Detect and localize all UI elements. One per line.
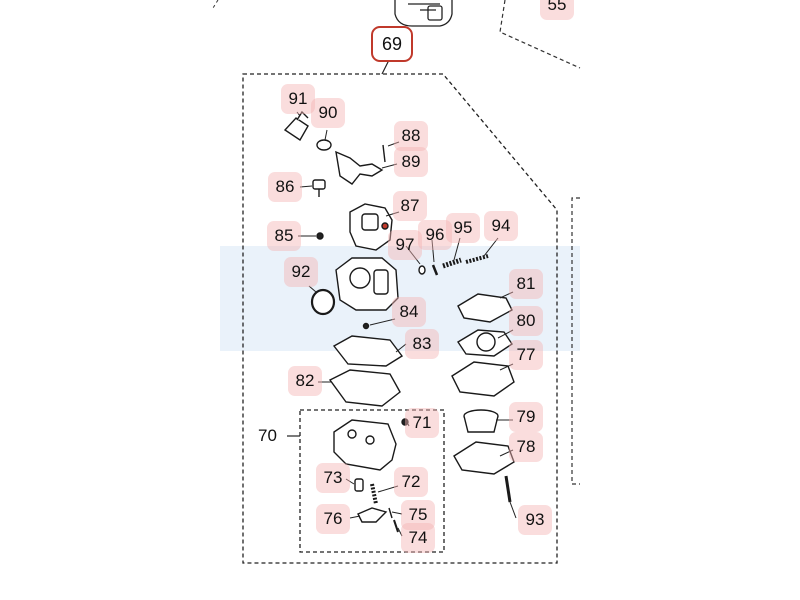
label-part-86: 86 bbox=[268, 172, 302, 202]
label-part-75: 75 bbox=[401, 500, 435, 530]
carburetor-body bbox=[335, 257, 399, 311]
label-part-83: 83 bbox=[405, 329, 439, 359]
needle-73 bbox=[354, 478, 364, 492]
gasket-78 bbox=[453, 441, 515, 475]
lever-89 bbox=[335, 150, 384, 185]
watermark bbox=[220, 246, 580, 351]
lever-76 bbox=[357, 507, 388, 523]
leader-lines bbox=[296, 111, 517, 537]
label-part-82: 82 bbox=[288, 366, 322, 396]
ball-85 bbox=[316, 232, 324, 240]
cover-77 bbox=[451, 361, 515, 397]
label-part-73: 73 bbox=[316, 463, 350, 493]
label-part-87: 87 bbox=[393, 191, 427, 221]
ball-71 bbox=[401, 418, 409, 426]
screw-86 bbox=[312, 179, 326, 197]
diaphragm-83 bbox=[332, 335, 404, 367]
label-part-77: 77 bbox=[509, 340, 543, 370]
spring-95 bbox=[442, 257, 462, 269]
right-boundary bbox=[571, 197, 580, 485]
label-55: 55 bbox=[540, 0, 574, 20]
label-part-84: 84 bbox=[392, 297, 426, 327]
ball-84 bbox=[362, 322, 370, 330]
label-part-71: 71 bbox=[405, 408, 439, 438]
oring-92 bbox=[310, 288, 336, 316]
spring-96 bbox=[431, 264, 439, 276]
label-part-95: 95 bbox=[446, 213, 480, 243]
throttle-body-87 bbox=[349, 203, 393, 251]
label-part-85: 85 bbox=[267, 221, 301, 251]
assembly-boundary bbox=[242, 73, 558, 564]
label-part-89: 89 bbox=[394, 147, 428, 177]
label-part-80: 80 bbox=[509, 306, 543, 336]
washer-97 bbox=[418, 265, 426, 275]
pump-80 bbox=[457, 329, 513, 357]
subassembly-boundary bbox=[299, 409, 445, 553]
nut-90 bbox=[316, 139, 332, 151]
pin-74 bbox=[393, 519, 399, 533]
top-left-dash bbox=[212, 0, 219, 9]
label-part-97: 97 bbox=[388, 230, 422, 260]
label-part-72: 72 bbox=[394, 467, 428, 497]
cup-79 bbox=[463, 409, 499, 433]
callout-69: 69 bbox=[371, 26, 413, 62]
label-part-88: 88 bbox=[394, 121, 428, 151]
gasket-81 bbox=[457, 293, 513, 323]
bolt-93 bbox=[504, 475, 512, 503]
label-part-76: 76 bbox=[316, 504, 350, 534]
label-part-90: 90 bbox=[311, 98, 345, 128]
label-part-96: 96 bbox=[418, 220, 452, 250]
spring-72 bbox=[370, 483, 378, 505]
screw-75 bbox=[388, 507, 393, 519]
plate-82 bbox=[328, 369, 401, 407]
label-part-81: 81 bbox=[509, 269, 543, 299]
label-part-74: 74 bbox=[401, 523, 435, 553]
label-part-91: 91 bbox=[281, 84, 315, 114]
block-70 bbox=[333, 419, 397, 471]
upper-right-boundary bbox=[499, 0, 581, 69]
callout-70: 70 bbox=[258, 426, 277, 445]
label-part-94: 94 bbox=[484, 211, 518, 241]
pin-88 bbox=[382, 144, 386, 163]
label-part-79: 79 bbox=[509, 402, 543, 432]
label-part-78: 78 bbox=[509, 432, 543, 462]
label-part-93: 93 bbox=[518, 505, 552, 535]
top-partial-part bbox=[394, 0, 453, 27]
screw-94 bbox=[465, 254, 489, 264]
screw-91 bbox=[283, 110, 309, 141]
label-part-92: 92 bbox=[284, 257, 318, 287]
